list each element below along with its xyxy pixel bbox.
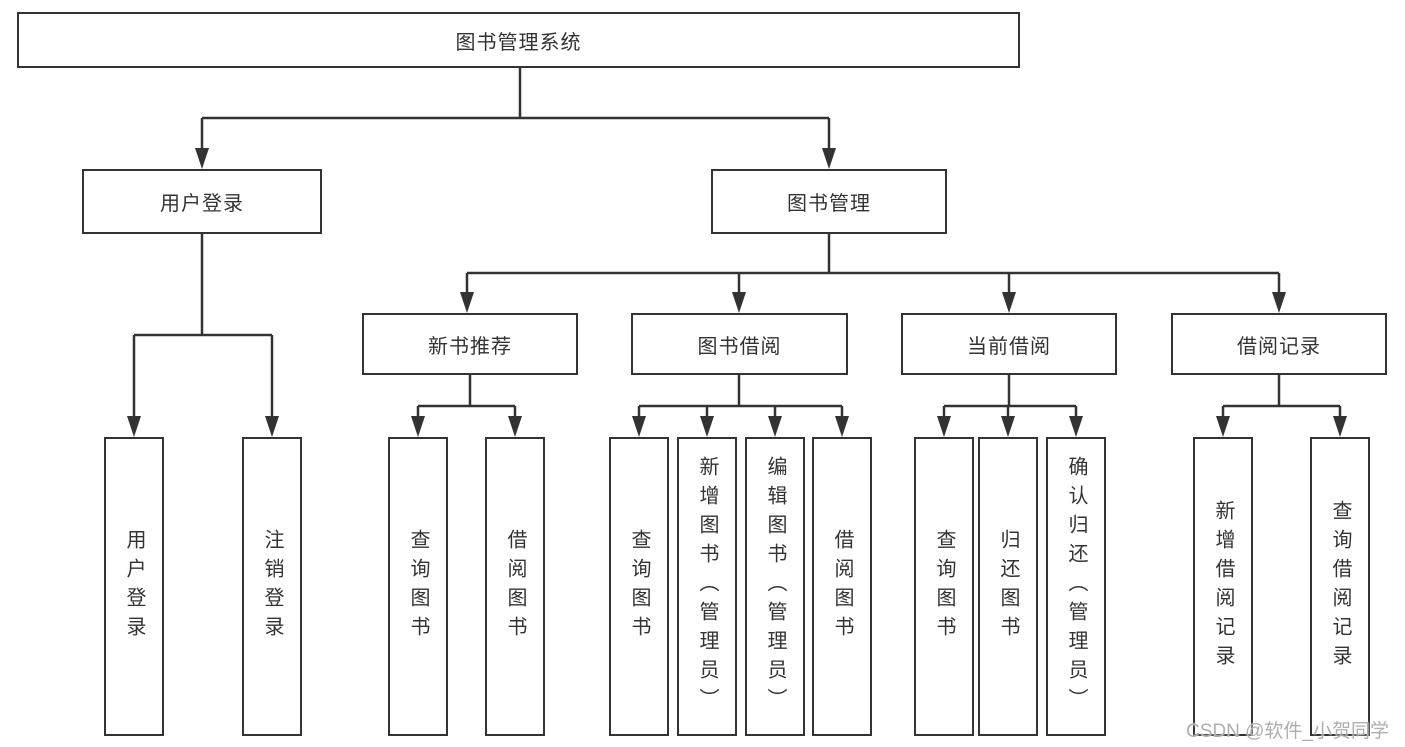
leaf-query-borrow-record: 查询借阅记录 [1310, 437, 1370, 736]
leaf-borrow-books-recommend: 借阅图书 [485, 437, 545, 736]
node-library-management-system: 图书管理系统 [17, 12, 1020, 68]
leaf-query-books-borrow: 查询图书 [609, 437, 669, 736]
leaf-query-books-current: 查询图书 [914, 437, 974, 736]
leaf-label: 归还图书 [997, 528, 1019, 645]
node-borrow-record: 借阅记录 [1171, 313, 1387, 375]
node-current-borrow: 当前借阅 [901, 313, 1117, 375]
leaf-add-books-admin: 新增图书（管理员） [677, 437, 737, 736]
leaf-borrow-books: 借阅图书 [812, 437, 872, 736]
leaf-label: 查询图书 [407, 528, 429, 645]
leaf-label: 查询图书 [628, 528, 650, 645]
node-new-book-recommend: 新书推荐 [362, 313, 578, 375]
node-label: 用户登录 [160, 193, 244, 215]
leaf-label: 新增图书（管理员） [696, 456, 718, 717]
node-user-login: 用户登录 [82, 169, 322, 234]
leaf-label: 查询借阅记录 [1329, 499, 1351, 674]
leaf-user-login: 用户登录 [104, 437, 164, 736]
leaf-label: 注销登录 [261, 528, 283, 645]
node-label: 新书推荐 [428, 335, 512, 358]
leaf-query-books-recommend: 查询图书 [388, 437, 448, 736]
leaf-confirm-return-admin: 确认归还（管理员） [1046, 437, 1106, 736]
node-label: 当前借阅 [967, 335, 1051, 358]
leaf-logout: 注销登录 [242, 437, 302, 736]
node-label: 图书管理系统 [455, 31, 582, 54]
node-label: 借阅记录 [1237, 335, 1321, 358]
leaf-label: 编辑图书（管理员） [764, 456, 786, 717]
leaf-label: 新增借阅记录 [1212, 499, 1234, 674]
csdn-watermark: CSDN @软件_小贺同学 [1186, 721, 1389, 742]
node-book-management: 图书管理 [711, 169, 947, 234]
node-label: 图书管理 [787, 193, 871, 215]
leaf-label: 借阅图书 [504, 528, 526, 645]
leaf-add-borrow-record: 新增借阅记录 [1193, 437, 1253, 736]
leaf-label: 查询图书 [933, 528, 955, 645]
arrowheads [127, 148, 1347, 437]
leaf-label: 借阅图书 [831, 528, 853, 645]
node-book-borrow: 图书借阅 [631, 313, 848, 375]
leaf-label: 确认归还（管理员） [1065, 456, 1087, 717]
leaf-return-books: 归还图书 [978, 437, 1038, 736]
node-label: 图书借阅 [697, 335, 782, 358]
leaf-label: 用户登录 [123, 528, 145, 645]
leaf-edit-books-admin: 编辑图书（管理员） [745, 437, 805, 736]
